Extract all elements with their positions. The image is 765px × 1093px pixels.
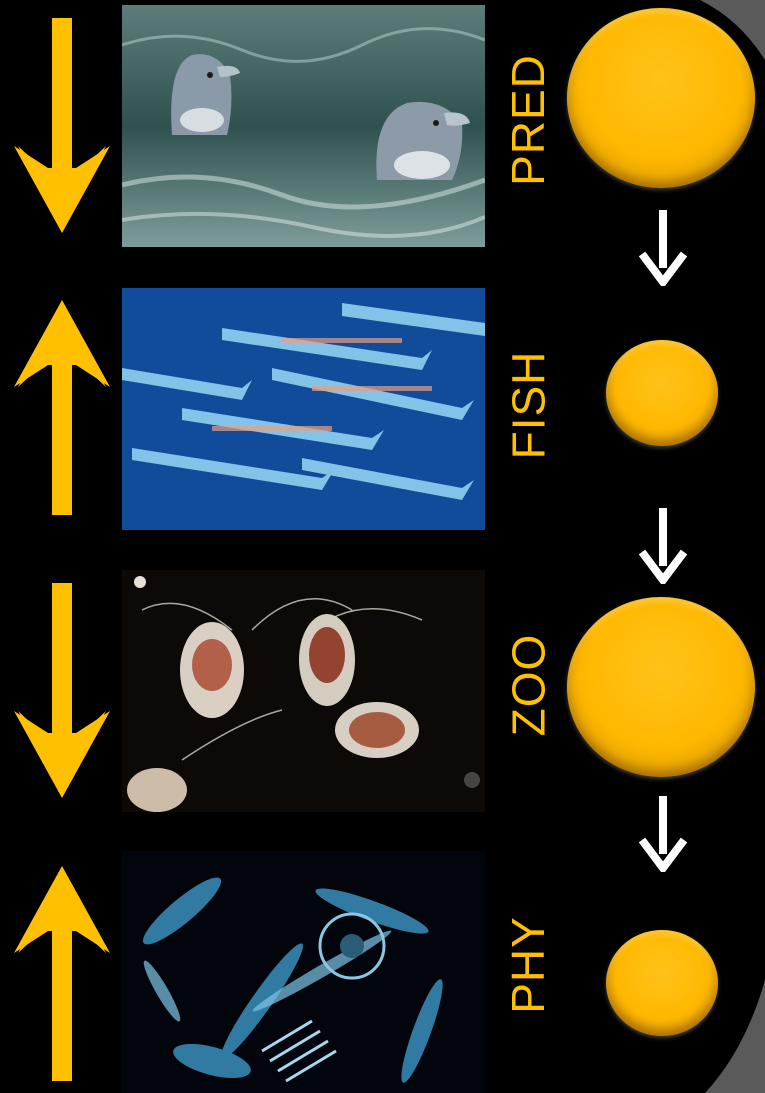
level-label: ZOO [500,590,556,780]
arrow-down-icon [14,18,110,233]
population-circle-large [567,597,755,777]
population-circle-small [606,340,718,446]
fish-school-photo [122,288,485,530]
population-circle-small [606,930,718,1036]
arrow-down-icon [638,508,688,584]
phytoplankton-photo [122,851,485,1093]
arrow-up-icon [14,866,110,1081]
population-circle-large [567,8,755,188]
arrow-up-icon [14,300,110,515]
dolphins-photo [122,5,485,247]
arrow-down-icon [638,210,688,286]
arrow-down-icon [14,583,110,798]
level-label: FISH [500,310,556,500]
level-label: PHY [500,870,556,1060]
arrow-down-icon [638,796,688,872]
level-label: PRED [500,20,556,220]
zooplankton-photo [122,570,485,812]
